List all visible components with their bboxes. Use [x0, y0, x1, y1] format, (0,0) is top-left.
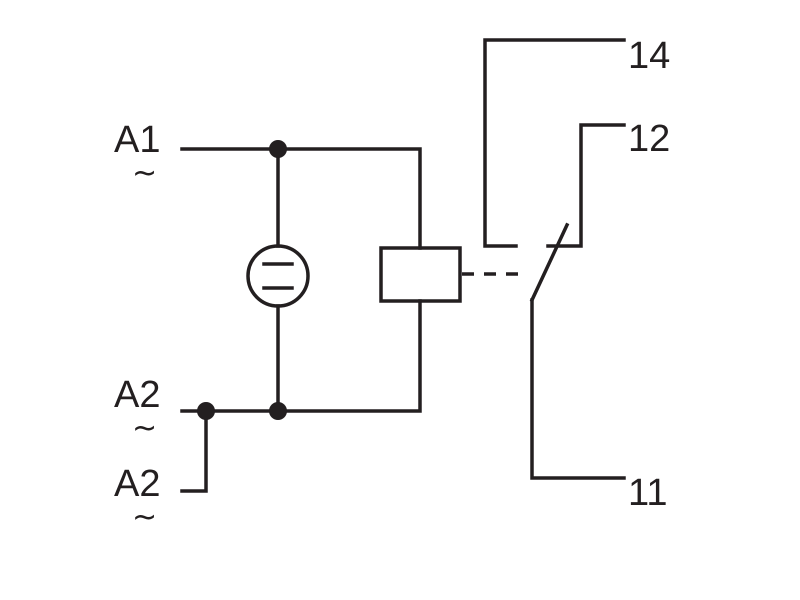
- junction-dot-top: [269, 140, 287, 158]
- terminal-label-a2-lower: A2: [114, 463, 160, 505]
- ac-symbol-a1: ~: [132, 156, 157, 191]
- ac-symbol-a2-upper: ~: [132, 411, 157, 446]
- relay-coil-icon: [379, 246, 462, 303]
- ac-symbol-a2-lower: ~: [132, 500, 157, 535]
- terminal-label-a2-upper: A2: [114, 374, 160, 416]
- junction-dot-a2: [197, 402, 215, 420]
- switch-blade: [529, 222, 570, 303]
- contact-11-wire: [530, 298, 626, 480]
- terminal-label-11: 11: [628, 472, 667, 514]
- a1-supply-wire: [180, 147, 422, 250]
- contact-14-wire: [483, 38, 626, 248]
- a2-bridge-wire: [180, 409, 208, 493]
- terminal-label-a1: A1: [114, 119, 160, 161]
- terminal-label-14: 14: [628, 35, 670, 77]
- contact-12-wire: [546, 123, 626, 248]
- glow-lamp-icon: [246, 244, 310, 308]
- a2-return-wire: [180, 299, 422, 413]
- junction-dot-bottom: [269, 402, 287, 420]
- terminal-label-12: 12: [628, 118, 670, 160]
